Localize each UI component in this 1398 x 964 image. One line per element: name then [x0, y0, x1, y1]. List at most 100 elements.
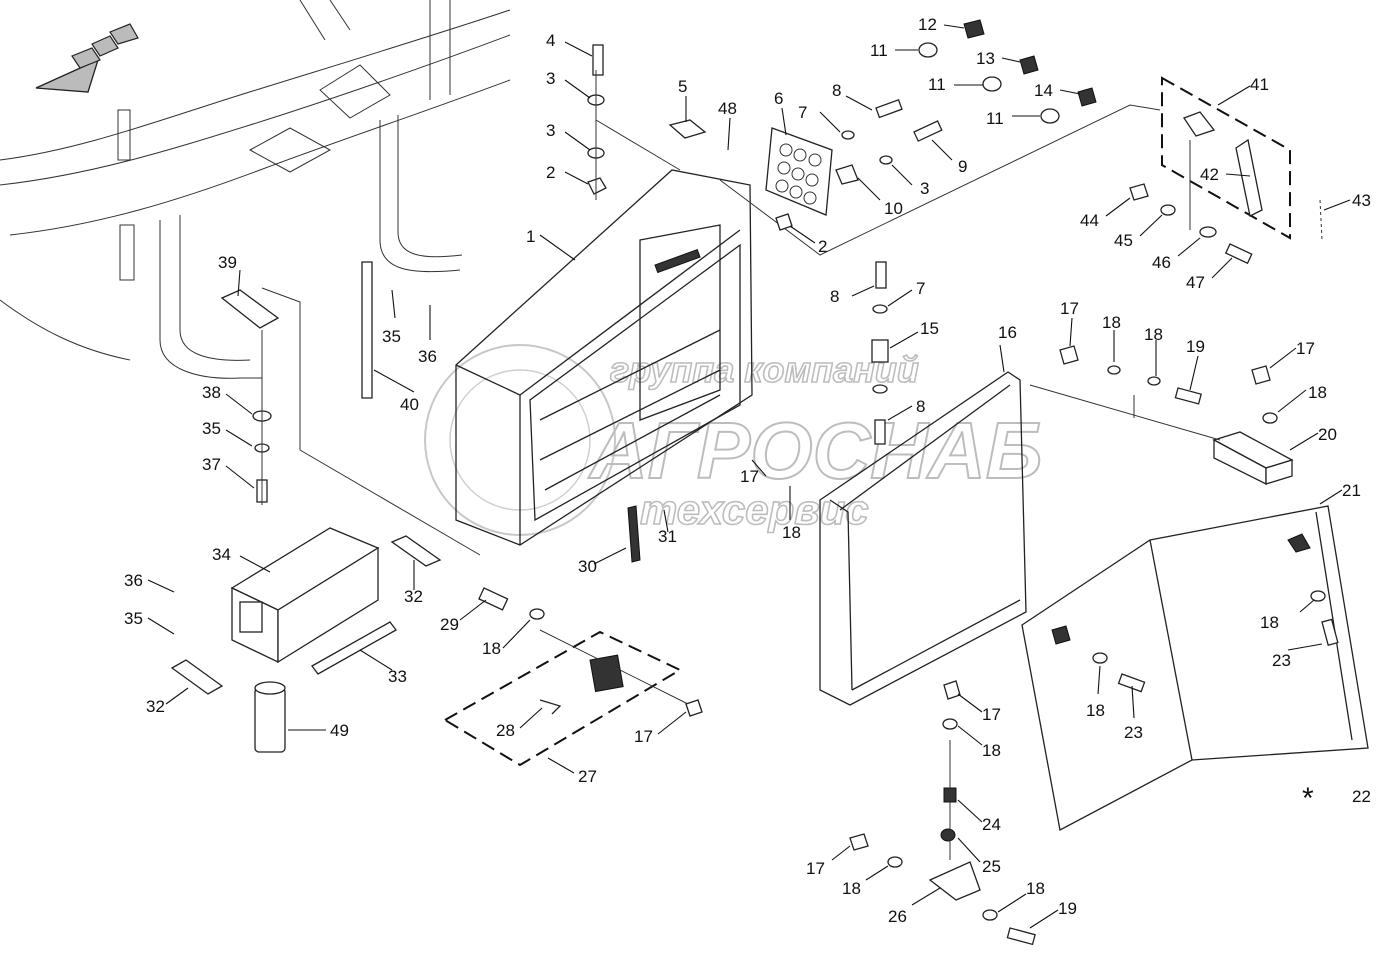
cover-door — [1021, 505, 1369, 831]
callout-7: 7 — [798, 103, 807, 122]
callout-19: 19 — [1186, 337, 1205, 356]
terminal-strip — [627, 505, 641, 563]
callout-14: 14 — [1034, 81, 1053, 100]
callout-48: 48 — [718, 99, 737, 118]
callout-5: 5 — [678, 77, 687, 96]
bolt-column-15 — [871, 261, 889, 445]
container-can — [254, 681, 286, 753]
callout-36: 36 — [418, 347, 437, 366]
watermark-line3: техсервис — [640, 486, 869, 533]
callout-4: 4 — [546, 31, 555, 50]
callout-20: 20 — [1318, 425, 1337, 444]
callout-11: 11 — [928, 75, 946, 94]
callout-24: 24 — [982, 815, 1001, 834]
callout-47: 47 — [1186, 273, 1205, 292]
battery — [230, 527, 380, 664]
callout-30: 30 — [578, 557, 597, 576]
callout-7: 7 — [916, 279, 925, 298]
callout-3: 3 — [546, 121, 555, 140]
callout-9: 9 — [958, 157, 967, 176]
callout-26: 26 — [888, 907, 907, 926]
callout-12: 12 — [918, 15, 937, 34]
callout-2: 2 — [818, 237, 827, 256]
callout-17: 17 — [740, 467, 759, 486]
callout-8: 8 — [832, 81, 841, 100]
callout-17: 17 — [634, 727, 653, 746]
callout-18: 18 — [782, 523, 801, 542]
callout-32: 32 — [146, 697, 165, 716]
legend-mark: * 22 — [1302, 782, 1371, 815]
watermark: группа компаний АГРОСНАБ техсервис — [424, 344, 1043, 536]
direction-arrow-icon — [35, 23, 139, 93]
callout-39: 39 — [218, 253, 237, 272]
callout-17: 17 — [982, 705, 1001, 724]
callout-23: 23 — [1124, 723, 1143, 742]
callout-17: 17 — [1060, 299, 1079, 318]
callout-35: 35 — [202, 419, 221, 438]
asterisk-icon: * — [1302, 782, 1314, 815]
callout-8: 8 — [916, 397, 925, 416]
callout-15: 15 — [920, 319, 939, 338]
callout-27: 27 — [578, 767, 597, 786]
watermark-line1: группа компаний — [610, 349, 919, 390]
callout-labels: 1 2 2 3 3 3 4 5 6 7 7 8 8 8 9 10 11 11 1… — [124, 15, 1371, 926]
door-frame — [819, 371, 1027, 706]
callout-37: 37 — [202, 455, 221, 474]
callout-18: 18 — [1144, 325, 1163, 344]
callout-31: 31 — [658, 527, 677, 546]
callout-25: 25 — [982, 857, 1001, 876]
battery-box — [455, 169, 753, 546]
callout-18: 18 — [1308, 383, 1327, 402]
callout-11: 11 — [986, 109, 1004, 128]
callout-44: 44 — [1080, 211, 1099, 230]
callout-40: 40 — [400, 395, 419, 414]
callout-18: 18 — [1086, 701, 1105, 720]
callout-33: 33 — [388, 667, 407, 686]
callout-23: 23 — [1272, 651, 1291, 670]
dashed-group-41 — [1129, 76, 1323, 265]
legend-number: 22 — [1352, 787, 1371, 806]
callout-18: 18 — [842, 879, 861, 898]
callout-41: 41 — [1250, 75, 1269, 94]
callout-18: 18 — [1102, 313, 1121, 332]
callout-42: 42 — [1200, 165, 1219, 184]
callout-34: 34 — [212, 545, 231, 564]
fastener-stack-top — [587, 44, 707, 200]
leader-lines — [147, 24, 1351, 929]
callout-38: 38 — [202, 383, 221, 402]
callout-18: 18 — [482, 639, 501, 658]
mounting-plate — [220, 287, 481, 556]
callout-29: 29 — [440, 615, 459, 634]
callout-21: 21 — [1342, 481, 1361, 500]
callout-35: 35 — [382, 327, 401, 346]
lower-mount — [849, 680, 1036, 946]
callout-28: 28 — [496, 721, 515, 740]
callout-18: 18 — [1026, 879, 1045, 898]
spacer-block — [1029, 384, 1294, 486]
fastener-stack-right — [775, 19, 1097, 231]
callout-3: 3 — [920, 179, 929, 198]
callout-19: 19 — [1058, 899, 1077, 918]
callout-13: 13 — [976, 49, 995, 68]
callout-2: 2 — [546, 163, 555, 182]
callout-32: 32 — [404, 587, 423, 606]
bolt-stack-left — [252, 330, 272, 505]
bolt-row-29 — [478, 587, 703, 717]
tractor-frame — [0, 0, 511, 379]
callout-6: 6 — [774, 89, 783, 108]
dashed-group-27 — [443, 629, 691, 767]
side-strip — [361, 261, 373, 399]
callout-18: 18 — [1260, 613, 1279, 632]
callout-18: 18 — [982, 741, 1001, 760]
callout-10: 10 — [884, 199, 903, 218]
callout-17: 17 — [806, 859, 825, 878]
callout-36: 36 — [124, 571, 143, 590]
callout-49: 49 — [330, 721, 349, 740]
callout-8: 8 — [830, 287, 839, 306]
watermark-line2: АГРОСНАБ — [588, 406, 1042, 495]
callout-43: 43 — [1352, 191, 1371, 210]
callout-11: 11 — [870, 41, 888, 60]
callout-3: 3 — [546, 69, 555, 88]
cable-plate — [719, 104, 1161, 256]
